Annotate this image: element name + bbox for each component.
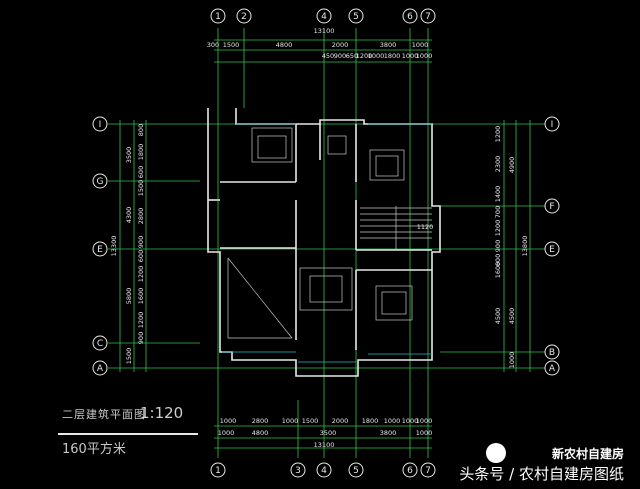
axis-label-bottom-7: 7	[425, 466, 431, 476]
dim-top2-4: 1200	[356, 52, 373, 60]
dim-top2-8: 1000	[416, 52, 433, 60]
dim-right-inner-4: 700	[494, 206, 502, 218]
dim-right-inner-5: 1200	[494, 220, 502, 237]
dim-top-4: 2000	[332, 41, 349, 49]
axis-label-right-e: E	[549, 245, 555, 255]
axis-label-top-2: 2	[241, 12, 247, 22]
dim-bottom-4: 1500	[302, 417, 319, 425]
dim-bottom-6: 1800	[362, 417, 379, 425]
dim-left-3: 5800	[125, 288, 133, 305]
dim-bottom-1: 1000	[220, 417, 237, 425]
dim-top2-1: 450	[322, 52, 334, 60]
watermark-logo-icon	[486, 443, 506, 463]
dim-left-1: 3500	[125, 147, 133, 164]
dim-right-2: 4500	[508, 308, 516, 325]
drawing-scale: 1:120	[140, 404, 184, 422]
axis-label-bottom-6: 6	[407, 466, 413, 476]
dim-left-inner-7: 600	[137, 250, 145, 262]
axis-label-top-4: 4	[321, 12, 327, 22]
dim-right-3: 1000	[508, 352, 516, 369]
watermark-source: 头条号 / 农村自建房图纸	[459, 465, 624, 483]
dim-right-inner-7: 600	[494, 254, 502, 266]
dim-bottom-5: 2000	[332, 417, 349, 425]
dim-right-inner-8: 1600	[494, 262, 502, 279]
dim-right-inner-3: 1400	[494, 186, 502, 203]
dim-top-6: 1000	[412, 41, 429, 49]
axis-label-left-i: I	[99, 120, 102, 130]
dim-right-inner-2: 2300	[494, 156, 502, 173]
dim-bottom2-3: 3500	[320, 429, 337, 437]
axis-label-left-a: A	[97, 364, 104, 374]
axis-label-left-g: G	[97, 177, 104, 187]
dim-top-5: 3800	[380, 41, 397, 49]
dim-right-inner-6: 900	[494, 240, 502, 252]
dim-left-total: 13300	[110, 236, 118, 257]
dim-top2-6: 1800	[384, 52, 401, 60]
axis-label-top-5: 5	[353, 12, 359, 22]
axis-label-top-1: 1	[215, 12, 221, 22]
axis-label-right-b: B	[549, 348, 555, 358]
axis-label-left-c: C	[97, 339, 103, 349]
dim-top2-5: 1000	[368, 52, 385, 60]
dim-stair-note: 1120	[417, 223, 434, 231]
dim-left-inner-2: 1800	[137, 144, 145, 161]
axis-label-right-f: F	[549, 202, 554, 212]
dim-top2-3: 650	[346, 52, 358, 60]
dim-top2-2: 900	[334, 52, 346, 60]
dim-bottom2-4: 3800	[380, 429, 397, 437]
dim-left-4: 1500	[125, 348, 133, 365]
drawing-title: 二层建筑平面图	[62, 408, 146, 421]
dim-bottom-7: 1000	[384, 417, 401, 425]
dim-left-inner-10: 1200	[137, 312, 145, 329]
floor-area: 160平方米	[62, 442, 126, 457]
dim-right-inner-1: 1200	[494, 126, 502, 143]
dim-left-inner-4: 1500	[137, 180, 145, 197]
watermark-brand: 新农村自建房	[551, 447, 624, 461]
axis-label-right-a: A	[549, 364, 556, 374]
dim-top-1: 300	[207, 41, 219, 49]
dim-left-inner-1: 800	[137, 124, 145, 136]
watermark: 新农村自建房 头条号 / 农村自建房图纸	[384, 443, 634, 483]
dim-bottom-9: 1000	[416, 417, 433, 425]
dim-left-2: 4300	[125, 207, 133, 224]
dim-top-2: 1500	[223, 41, 240, 49]
dim-bottom2-2: 4800	[252, 429, 269, 437]
dim-left-inner-8: 1200	[137, 266, 145, 283]
axis-label-top-7: 7	[425, 12, 431, 22]
dim-right-total: 13800	[521, 236, 529, 257]
axis-label-right-i: I	[551, 120, 554, 130]
dim-bottom-3: 1000	[282, 417, 299, 425]
dim-bottom-total: 13100	[314, 441, 335, 449]
dim-left-inner-3: 600	[137, 166, 145, 178]
axis-label-left-e: E	[97, 245, 103, 255]
dim-right-inner-9: 4500	[494, 308, 502, 325]
dim-left-inner-11: 900	[137, 332, 145, 344]
dim-bottom2-1: 1000	[218, 429, 235, 437]
dim-left-inner-9: 1600	[137, 288, 145, 305]
axis-label-top-6: 6	[407, 12, 413, 22]
dim-top2-7: 1000	[402, 52, 419, 60]
dim-left-inner-5: 2800	[137, 208, 145, 225]
title-underline	[58, 433, 198, 435]
axis-label-bottom-4: 4	[321, 466, 327, 476]
dim-right-1: 4900	[508, 157, 516, 174]
dim-top-total: 13100	[314, 27, 335, 35]
dim-left-inner-6: 900	[137, 236, 145, 248]
dim-bottom-2: 2800	[252, 417, 269, 425]
axis-label-bottom-5: 5	[353, 466, 359, 476]
axis-label-bottom-3: 3	[295, 466, 301, 476]
dim-bottom2-5: 1000	[416, 429, 433, 437]
dim-top-3: 4800	[276, 41, 293, 49]
axis-label-bottom-1: 1	[215, 466, 221, 476]
dim-bottom-8: 1000	[402, 417, 419, 425]
